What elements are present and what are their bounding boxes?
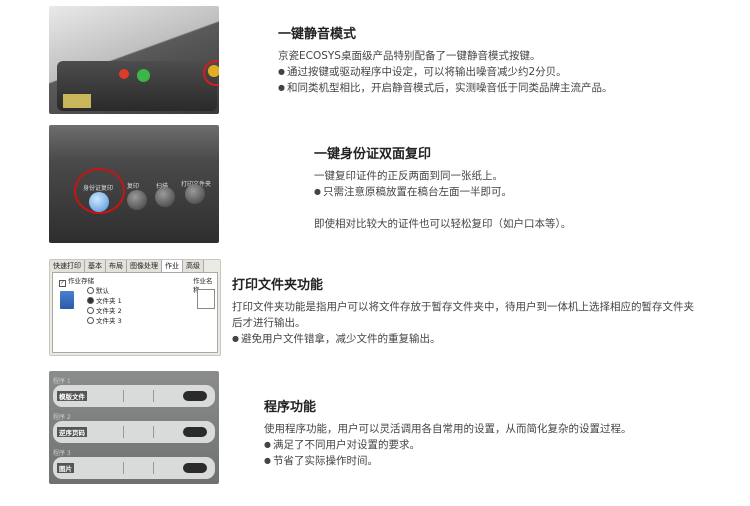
radio-option: 文件夹 3 xyxy=(87,317,122,326)
silent-mode-photo xyxy=(49,6,219,114)
driver-screenshot: 快速打印 基本 布局 图像处理 作业 高级 ✓作业存储 默认 文件夹 1 文件夹… xyxy=(49,259,221,356)
highlight-ring xyxy=(203,60,219,86)
tab-imaging: 图像处理 xyxy=(127,260,162,272)
program-caption: 程序 2 xyxy=(53,414,71,421)
start-button-image xyxy=(137,69,150,82)
copy-button-image xyxy=(127,190,147,210)
button-label: 身份证复印 xyxy=(83,185,114,192)
section-title: 程序功能 xyxy=(264,400,317,415)
lcd-display xyxy=(63,94,91,108)
highlight-ring xyxy=(74,168,125,214)
program-row: 图片 xyxy=(53,457,215,479)
tab-basic: 基本 xyxy=(85,260,106,272)
driver-tabs: 快速打印 基本 布局 图像处理 作业 高级 xyxy=(50,260,204,272)
option-label: 文件夹 3 xyxy=(96,317,122,325)
section-title: 一键身份证双面复印 xyxy=(314,147,432,162)
id-copy-button-image xyxy=(89,192,109,212)
section-text: 使用程序功能，用户可以灵活调用各自常用的设置，从而简化复杂的设置过程。 xyxy=(264,423,632,435)
section-title: 打印文件夹功能 xyxy=(232,278,324,293)
divider xyxy=(153,390,154,402)
option-label: 默认 xyxy=(96,287,109,295)
section-bullet: 和同类机型相比，开启静音模式后，实测噪音低于同类品牌主流产品。 xyxy=(278,80,718,96)
divider xyxy=(123,462,124,474)
section-program: 程序功能 使用程序功能，用户可以灵活调用各自常用的设置，从而简化复杂的设置过程。… xyxy=(264,399,714,469)
divider xyxy=(123,426,124,438)
radio-option: 文件夹 1 xyxy=(87,297,122,306)
section-id-copy: 一键身份证双面复印 一键复印证件的正反两面到同一张纸上。 只需注意原稿放置在稿台… xyxy=(314,146,734,232)
scan-button-image xyxy=(155,187,175,207)
print-box-button-image xyxy=(185,184,205,204)
section-print-box: 打印文件夹功能 打印文件夹功能是指用户可以将文件存放于暂存文件夹中，待用户到一体… xyxy=(232,277,722,347)
button-label: 扫描 xyxy=(156,181,168,190)
program-caption: 程序 3 xyxy=(53,450,71,457)
section-text: 打印文件夹功能是指用户可以将文件存放于暂存文件夹中，待用户到一体机上选择相应的暂… xyxy=(232,301,694,313)
radio-icon xyxy=(87,297,94,304)
tab-quick-print: 快速打印 xyxy=(50,260,85,272)
folder-icon xyxy=(60,291,74,309)
program-button-image xyxy=(183,391,207,401)
radio-icon xyxy=(87,307,94,314)
section-text: 一键复印证件的正反两面到同一张纸上。 xyxy=(314,170,503,182)
section-text: 即使相对比较大的证件也可以轻松复印（如户口本等）。 xyxy=(314,218,572,230)
section-bullet: 满足了不同用户对设置的要求。 xyxy=(264,437,714,453)
divider xyxy=(123,390,124,402)
section-text: 后才进行输出。 xyxy=(232,317,306,329)
section-bullet: 只需注意原稿放置在稿台左面一半即可。 xyxy=(314,184,734,200)
document-icon xyxy=(197,289,215,309)
section-bullet: 避免用户文件错拿，减少文件的重复输出。 xyxy=(232,331,722,347)
section-bullet: 通过按键或驱动程序中设定，可以将输出噪音减少约2分贝。 xyxy=(278,64,718,80)
radio-icon xyxy=(87,287,94,294)
job-name-label: 作业名称 xyxy=(193,277,213,294)
id-copy-photo: 身份证复印 复印 扫描 打印文件夹 xyxy=(49,125,219,243)
job-pane: ✓作业存储 默认 文件夹 1 文件夹 2 文件夹 3 作业名称 xyxy=(52,272,218,353)
program-button-image xyxy=(183,427,207,437)
program-row: 逆序页码 xyxy=(53,421,215,443)
program-label: 图片 xyxy=(57,463,74,473)
program-panel-photo: 程序 1 模版文件 程序 2 逆序页码 程序 3 图片 xyxy=(49,371,219,484)
stop-button-image xyxy=(119,69,129,79)
radio-icon xyxy=(87,317,94,324)
tab-job: 作业 xyxy=(162,260,183,272)
program-row: 模版文件 xyxy=(53,385,215,407)
section-text: 京瓷ECOSYS桌面级产品特别配备了一键静音模式按键。 xyxy=(278,50,541,62)
program-label: 模版文件 xyxy=(57,391,87,401)
section-title: 一键静音模式 xyxy=(278,27,357,42)
section-bullet: 节省了实际操作时间。 xyxy=(264,453,714,469)
program-button-image xyxy=(183,463,207,473)
option-label: 作业存储 xyxy=(68,277,94,285)
radio-option: 文件夹 2 xyxy=(87,307,122,316)
checkbox-icon: ✓ xyxy=(59,280,66,287)
option-label: 文件夹 2 xyxy=(96,307,122,315)
section-silent-mode: 一键静音模式 京瓷ECOSYS桌面级产品特别配备了一键静音模式按键。 通过按键或… xyxy=(278,26,718,96)
job-storage-option: ✓作业存储 xyxy=(59,277,94,287)
divider xyxy=(153,426,154,438)
tab-layout: 布局 xyxy=(106,260,127,272)
divider xyxy=(153,462,154,474)
program-label: 逆序页码 xyxy=(57,427,87,437)
program-caption: 程序 1 xyxy=(53,378,71,385)
button-label: 复印 xyxy=(127,183,140,190)
radio-option: 默认 xyxy=(87,287,109,296)
tab-advanced: 高级 xyxy=(183,260,204,272)
option-label: 文件夹 1 xyxy=(96,297,122,305)
